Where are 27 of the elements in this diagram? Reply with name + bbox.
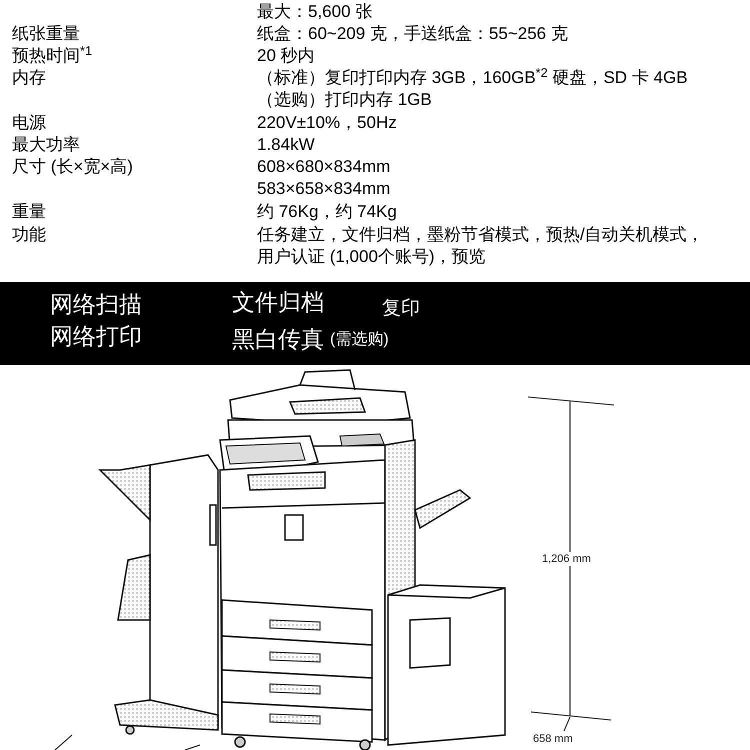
spec-value: （标准）复印打印内存 3GB，160GB$^{*2}$ 硬盘，SD 卡 4GB xyxy=(257,67,688,89)
spec-value: 583×658×834mm xyxy=(257,178,390,200)
feature-label: 文件归档 xyxy=(232,288,324,316)
spec-value: 608×680×834mm xyxy=(257,156,390,178)
spec-label: 最大功率 xyxy=(12,134,80,156)
spec-value: 任务建立，文件归档，墨粉节省模式，预热/自动关机模式，用户认证 (1,000个账号)，预览 xyxy=(257,224,705,268)
dimension-text: 658 mm xyxy=(533,732,573,746)
feature-label: 复印 xyxy=(382,297,420,321)
feature-label: 网络打印 xyxy=(50,322,142,350)
spec-label: 纸张重量 xyxy=(12,23,80,45)
spec-label: 预热时间$^{*1}$ xyxy=(12,45,92,67)
spec-label: 重量 xyxy=(12,201,46,223)
spec-value: 20 秒内 xyxy=(257,45,315,67)
spec-value: 约 76Kg，约 74Kg xyxy=(257,201,397,223)
feature-label: 网络扫描 xyxy=(50,290,142,318)
feature-note: (需选购) xyxy=(330,330,389,350)
spec-label: 电源 xyxy=(12,112,46,134)
spec-value: 最大：5,600 张 xyxy=(257,1,372,23)
spec-label: 内存 xyxy=(12,67,46,89)
feature-label: 黑白传真 xyxy=(232,325,324,353)
spec-value: （选购）打印内存 1GB xyxy=(257,89,432,111)
spec-value: 纸盒：60~209 克，手送纸盒：55~256 克 xyxy=(257,23,568,45)
spec-value: 1.84kW xyxy=(257,134,315,156)
spec-value: 220V±10%，50Hz xyxy=(257,112,397,134)
dimension-text: 1,206 mm xyxy=(541,552,592,566)
spec-label: 功能 xyxy=(12,224,46,246)
spec-label: 尺寸 (长×宽×高) xyxy=(12,156,133,178)
